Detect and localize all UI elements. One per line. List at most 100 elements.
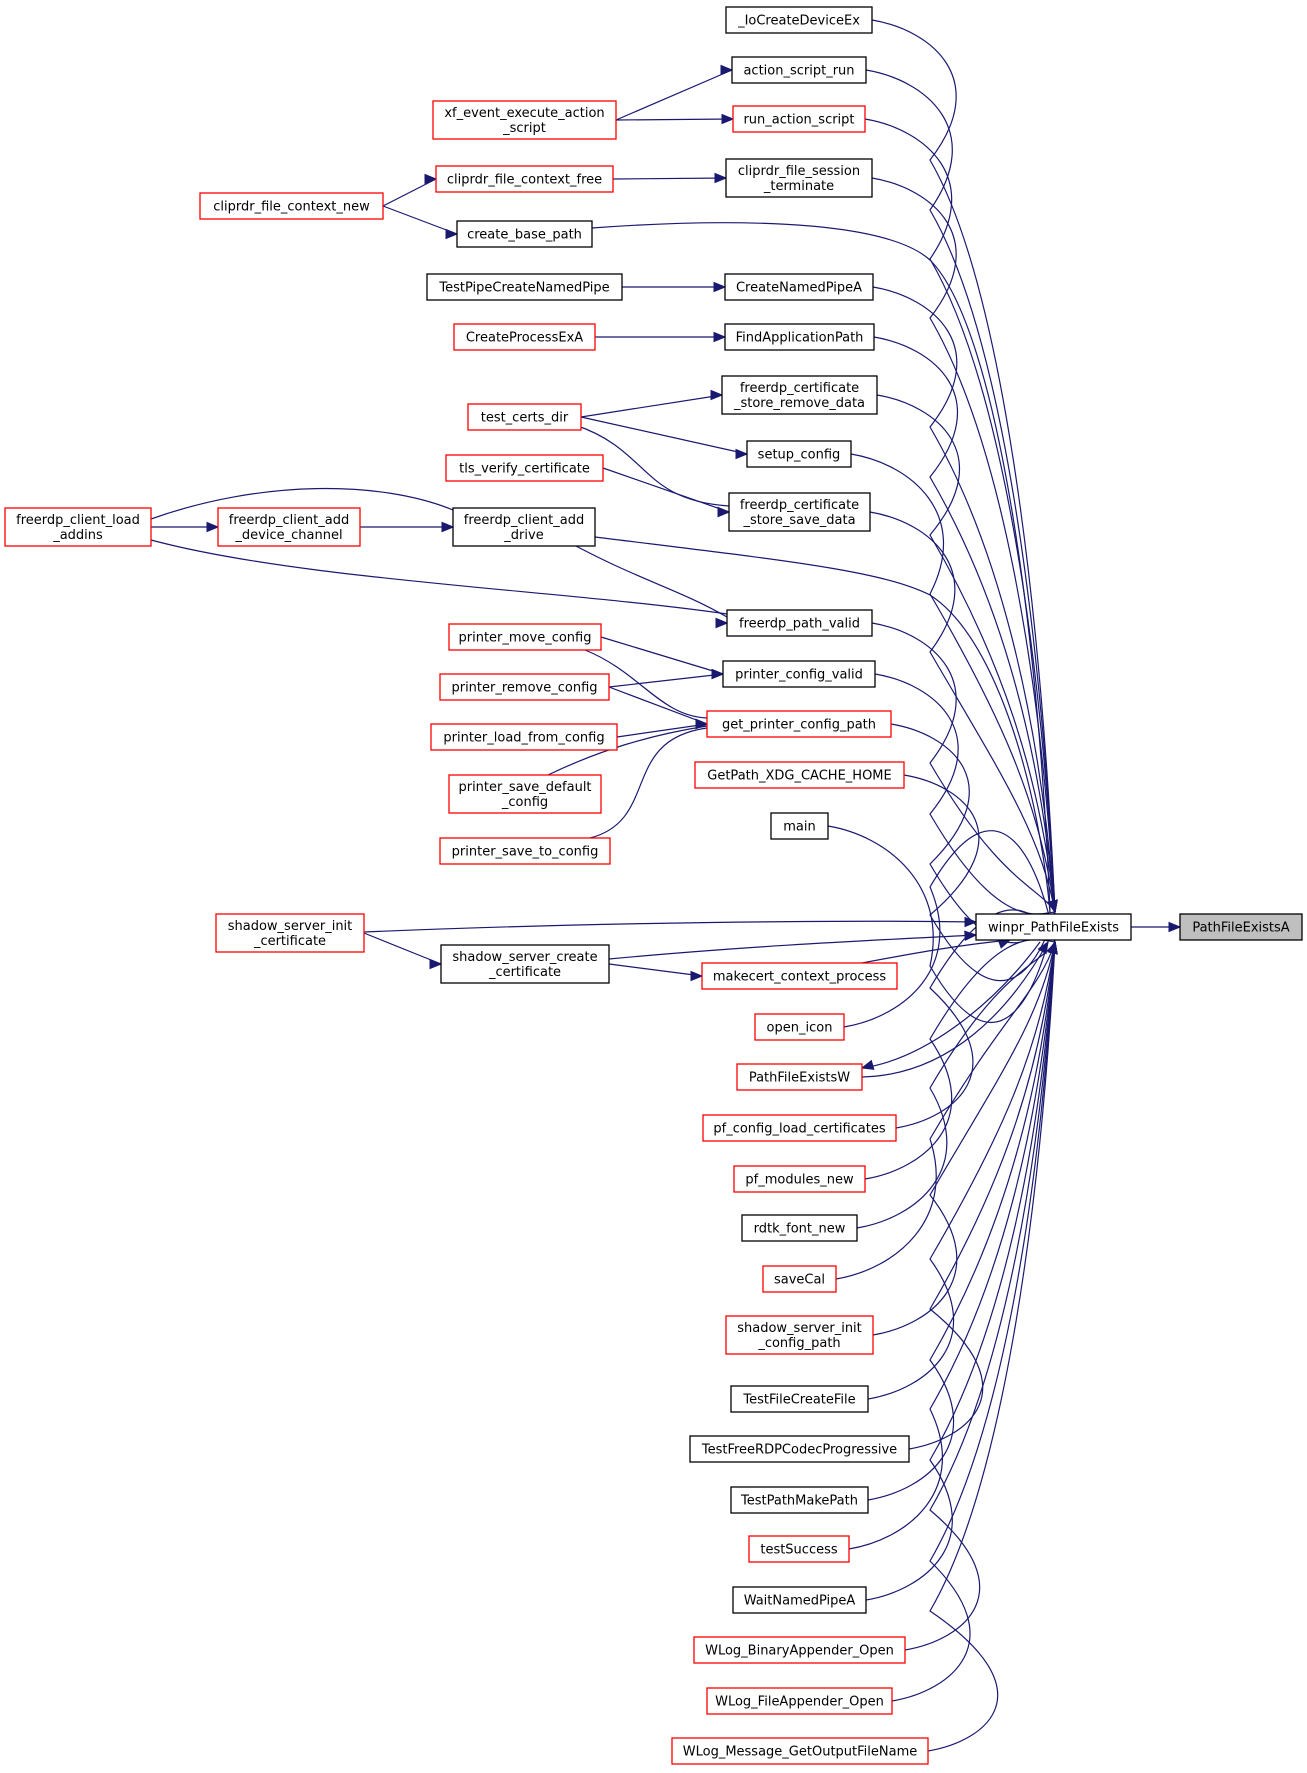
node-GetPath_XDG_CACHE_HOME[interactable]: GetPath_XDG_CACHE_HOME bbox=[694, 761, 905, 789]
edge-shadow_server_init_config_path-to-winpr_PathFileExists bbox=[872, 940, 1058, 1336]
node-test_certs_dir[interactable]: test_certs_dir bbox=[467, 403, 582, 431]
edge-xf_event_execute_action_script-to-action_script_run bbox=[615, 64, 734, 121]
node-open_icon[interactable]: open_icon bbox=[754, 1013, 845, 1041]
edge-xf_event_execute_action_script-to-run_action_script bbox=[615, 113, 735, 125]
node-printer_save_default_config[interactable]: printer_save_default_config bbox=[448, 774, 602, 814]
node-TestPipeCreateNamedPipe[interactable]: TestPipeCreateNamedPipe bbox=[426, 273, 623, 301]
node-label: saveCal bbox=[774, 1273, 825, 1288]
node-box bbox=[439, 837, 611, 865]
edge-line bbox=[867, 941, 1056, 1501]
node-freerdp_path_valid[interactable]: freerdp_path_valid bbox=[726, 609, 873, 637]
node-cliprdr_file_session_terminate[interactable]: cliprdr_file_session_terminate bbox=[725, 158, 873, 198]
node-winpr_PathFileExists[interactable]: winpr_PathFileExists bbox=[975, 913, 1132, 941]
edge-TestFreeRDPCodecProgressive-to-winpr_PathFileExists bbox=[908, 940, 1058, 1450]
node-create_base_path[interactable]: create_base_path bbox=[456, 220, 593, 248]
node-box bbox=[732, 105, 866, 133]
node-box bbox=[731, 56, 867, 84]
node-PathFileExistsA[interactable]: PathFileExistsA bbox=[1179, 913, 1303, 941]
node-printer_remove_config[interactable]: printer_remove_config bbox=[439, 673, 610, 701]
edge-line bbox=[872, 941, 1056, 1336]
edge-arrowhead bbox=[717, 506, 731, 518]
edge-arrowhead bbox=[714, 172, 728, 184]
node-makecert_context_process[interactable]: makecert_context_process bbox=[701, 962, 898, 990]
node-box bbox=[439, 673, 610, 701]
node-pf_modules_new[interactable]: pf_modules_new bbox=[733, 1165, 866, 1193]
edge-line bbox=[827, 825, 1056, 1024]
edge-arrowhead bbox=[964, 916, 978, 928]
node-get_printer_config_path[interactable]: get_printer_config_path bbox=[706, 710, 892, 738]
edge-shadow_server_init_certificate-to-winpr_PathFileExists bbox=[363, 916, 978, 933]
node-label: freerdp_client_load bbox=[16, 513, 140, 528]
node-label: _IoCreateDeviceEx bbox=[737, 14, 860, 29]
node-run_action_script[interactable]: run_action_script bbox=[732, 105, 866, 133]
edge-line bbox=[869, 511, 1056, 913]
node-shadow_server_init_certificate[interactable]: shadow_server_init_certificate bbox=[215, 913, 365, 953]
node-printer_save_to_config[interactable]: printer_save_to_config bbox=[439, 837, 611, 865]
edge-CreateProcessExA-to-FindApplicationPath bbox=[595, 331, 727, 343]
node-label: xf_event_execute_action bbox=[444, 106, 604, 121]
node-label: PathFileExistsA bbox=[1192, 921, 1289, 936]
edge-main-to-winpr_PathFileExists bbox=[827, 825, 1058, 1024]
node-shadow_server_create_certificate[interactable]: shadow_server_create_certificate bbox=[440, 944, 610, 984]
node-pf_config_load_certificates[interactable]: pf_config_load_certificates bbox=[702, 1114, 897, 1142]
node-CreateNamedPipeA[interactable]: CreateNamedPipeA bbox=[724, 273, 874, 301]
node-rdtk_font_new[interactable]: rdtk_font_new bbox=[741, 1214, 858, 1242]
node-PathFileExistsW[interactable]: PathFileExistsW bbox=[736, 1063, 863, 1091]
edge-arrowhead bbox=[860, 1059, 875, 1070]
node-freerdp_client_add_drive[interactable]: freerdp_client_add_drive bbox=[452, 507, 596, 547]
node-label: WLog_BinaryAppender_Open bbox=[705, 1644, 894, 1659]
edge-line bbox=[602, 467, 730, 513]
node-freerdp_certificate_store_save_data[interactable]: freerdp_certificate_store_save_data bbox=[728, 492, 871, 532]
node-TestPathMakePath[interactable]: TestPathMakePath bbox=[730, 1486, 869, 1514]
node-freerdp_certificate_store_remove_data[interactable]: freerdp_certificate_store_remove_data bbox=[721, 375, 878, 415]
node-label: printer_save_default bbox=[458, 780, 591, 795]
node-printer_load_from_config[interactable]: printer_load_from_config bbox=[430, 723, 618, 751]
edge-line bbox=[382, 178, 437, 207]
node-WaitNamedPipeA[interactable]: WaitNamedPipeA bbox=[732, 1586, 867, 1614]
node-label: _drive bbox=[503, 528, 543, 543]
node-xf_event_execute_action_script[interactable]: xf_event_execute_action_script bbox=[432, 100, 617, 140]
node-shadow_server_init_config_path[interactable]: shadow_server_init_config_path bbox=[725, 1315, 874, 1355]
node-freerdp_client_load_addins[interactable]: freerdp_client_load_addins bbox=[4, 507, 152, 547]
node-freerdp_client_add_device_channel[interactable]: freerdp_client_add_device_channel bbox=[217, 507, 361, 547]
node-label: freerdp_certificate bbox=[740, 381, 859, 396]
node-label: main bbox=[783, 820, 815, 835]
node-label: GetPath_XDG_CACHE_HOME bbox=[707, 769, 891, 784]
node-printer_config_valid[interactable]: printer_config_valid bbox=[722, 660, 876, 688]
node-box bbox=[694, 761, 905, 789]
node-box bbox=[432, 100, 617, 140]
node-box bbox=[448, 774, 602, 814]
node-label: tls_verify_certificate bbox=[459, 462, 590, 477]
node-main[interactable]: main bbox=[770, 812, 829, 840]
node-testSuccess[interactable]: testSuccess bbox=[748, 1535, 850, 1563]
node-tls_verify_certificate[interactable]: tls_verify_certificate bbox=[445, 454, 604, 482]
node-FindApplicationPath[interactable]: FindApplicationPath bbox=[724, 323, 875, 351]
node-TestFileCreateFile[interactable]: TestFileCreateFile bbox=[730, 1385, 869, 1413]
node-WLog_BinaryAppender_Open[interactable]: WLog_BinaryAppender_Open bbox=[693, 1636, 906, 1664]
node-label: cliprdr_file_context_free bbox=[447, 173, 602, 188]
edge-arrowhead bbox=[735, 448, 749, 460]
edge-TestPathMakePath-to-winpr_PathFileExists bbox=[867, 940, 1058, 1501]
node-box bbox=[440, 944, 610, 984]
node-box bbox=[722, 660, 876, 688]
node-saveCal[interactable]: saveCal bbox=[762, 1265, 837, 1293]
node-box bbox=[453, 323, 596, 351]
node-WLog_FileAppender_Open[interactable]: WLog_FileAppender_Open bbox=[706, 1687, 893, 1715]
edge-line bbox=[600, 636, 724, 675]
node-CreateProcessExA[interactable]: CreateProcessExA bbox=[453, 323, 596, 351]
edge-line bbox=[861, 939, 1011, 964]
node-_IoCreateDeviceEx[interactable]: _IoCreateDeviceEx bbox=[725, 6, 873, 34]
node-box bbox=[426, 273, 623, 301]
node-cliprdr_file_context_free[interactable]: cliprdr_file_context_free bbox=[435, 165, 614, 193]
node-label: TestPipeCreateNamedPipe bbox=[438, 281, 609, 296]
node-cliprdr_file_context_new[interactable]: cliprdr_file_context_new bbox=[199, 192, 384, 220]
edge-arrowhead bbox=[429, 958, 443, 970]
edge-cliprdr_file_context_new-to-create_base_path bbox=[382, 205, 459, 240]
node-TestFreeRDPCodecProgressive[interactable]: TestFreeRDPCodecProgressive bbox=[689, 1435, 910, 1463]
node-printer_move_config[interactable]: printer_move_config bbox=[448, 623, 602, 651]
node-WLog_Message_GetOutputFileName[interactable]: WLog_Message_GetOutputFileName bbox=[671, 1737, 929, 1765]
node-label: TestFileCreateFile bbox=[742, 1393, 855, 1408]
node-setup_config[interactable]: setup_config bbox=[746, 440, 852, 468]
edge-freerdp_client_add_device_channel-to-freerdp_client_add_drive bbox=[360, 521, 455, 533]
node-action_script_run[interactable]: action_script_run bbox=[731, 56, 867, 84]
